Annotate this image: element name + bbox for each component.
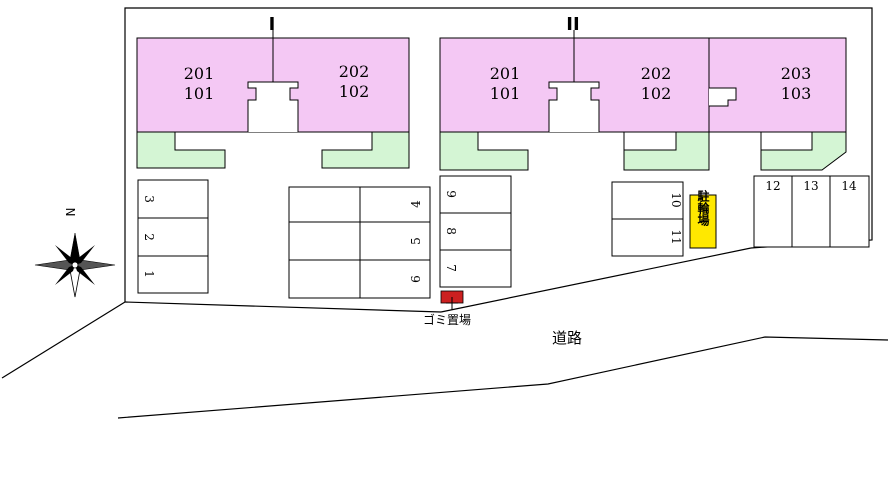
unit-label-b2-u3-lower: 103 xyxy=(781,84,812,103)
bike-parking-label: 駐輪場 xyxy=(696,189,710,227)
parking-spot-9: 9 xyxy=(444,190,458,198)
parking-spot-10: 10 xyxy=(669,192,683,207)
site-boundary-front-right xyxy=(440,247,752,313)
parking-spot-14: 14 xyxy=(841,179,857,193)
unit-label-b1-u1-lower: 101 xyxy=(184,84,215,103)
parking-group-c xyxy=(439,175,512,288)
parking-spot-11: 11 xyxy=(669,229,683,244)
parking-group-d xyxy=(611,181,684,257)
parking-spot-7: 7 xyxy=(444,264,458,272)
parking-spot-3: 3 xyxy=(142,195,156,203)
parking-spot-4: 4 xyxy=(409,200,423,208)
unit-label-b1-u2-upper: 202 xyxy=(339,62,370,81)
road-edge-top xyxy=(1,301,126,379)
parking-spot-1: 1 xyxy=(142,270,156,278)
garbage-label: ゴミ置場 xyxy=(423,312,471,327)
road-edge-bottom xyxy=(117,336,889,419)
unit-label-b2-u3-upper: 203 xyxy=(781,64,812,83)
parking-spot-2: 2 xyxy=(142,233,156,241)
parking-spot-6: 6 xyxy=(409,275,423,283)
unit-label-b2-u2-upper: 202 xyxy=(641,64,672,83)
unit-label-b2-u1-upper: 201 xyxy=(490,64,521,83)
unit-label-b2-u2-lower: 102 xyxy=(641,84,672,103)
building-2 xyxy=(439,30,847,171)
building-2-label: II xyxy=(566,14,579,35)
unit-label-b2-u1-lower: 101 xyxy=(490,84,521,103)
bike-parking-area xyxy=(689,194,717,249)
parking-group-b xyxy=(288,186,431,299)
parking-group-a xyxy=(137,179,209,294)
building-1 xyxy=(136,30,410,169)
parking-spot-8: 8 xyxy=(444,227,458,235)
building-1-label: I xyxy=(269,14,276,35)
parking-spot-5: 5 xyxy=(409,237,423,245)
unit-label-b1-u1-upper: 201 xyxy=(184,64,215,83)
site-boundary-front xyxy=(124,301,442,313)
compass-north-label: N xyxy=(64,208,78,217)
compass-rose xyxy=(34,232,116,298)
road-label: 道路 xyxy=(552,329,582,347)
parking-spot-13: 13 xyxy=(803,179,818,193)
unit-label-b1-u2-lower: 102 xyxy=(339,82,370,101)
parking-spot-12: 12 xyxy=(765,179,780,193)
parking-group-e xyxy=(753,175,870,248)
